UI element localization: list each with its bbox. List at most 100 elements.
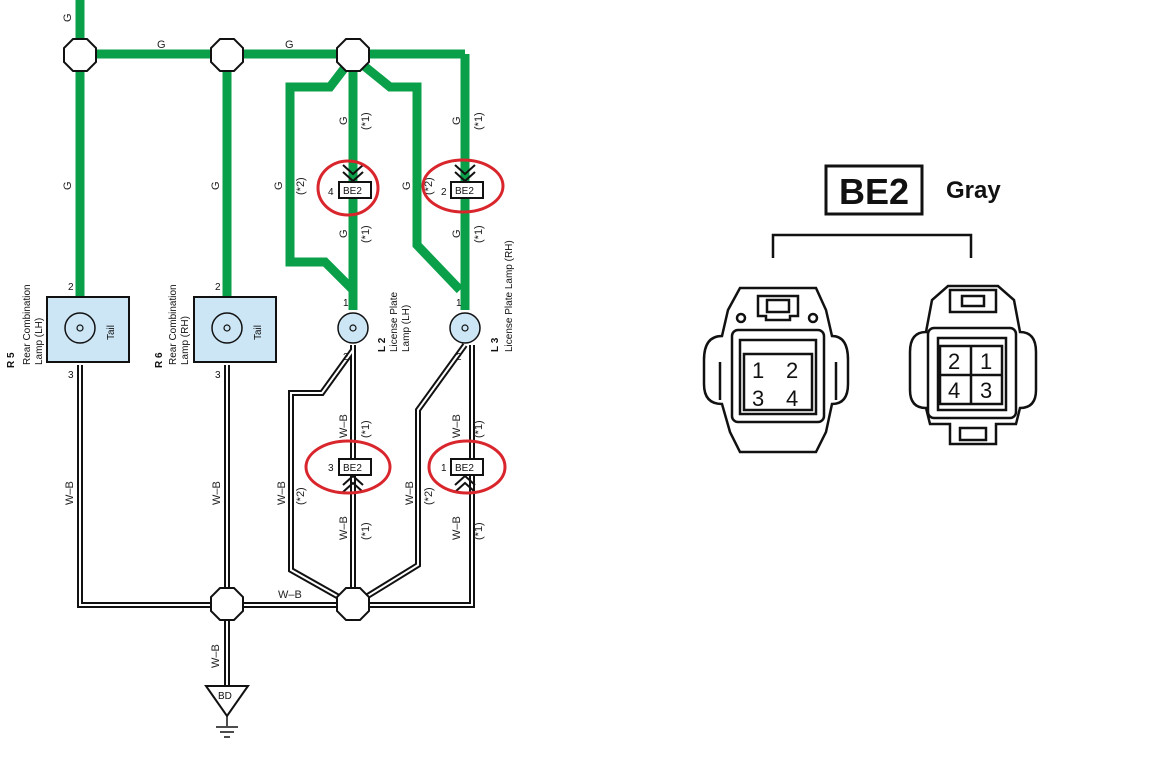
pin-label: 3 [752, 386, 764, 411]
connector-face-left [702, 286, 850, 454]
pin-number: 3 [68, 370, 74, 381]
note-1: (*1) [473, 112, 485, 130]
connector-be2-a: BE2 4 [316, 159, 380, 217]
pin-number: 2 [68, 282, 74, 293]
pin-number: 3 [215, 370, 221, 381]
wire-label: G [451, 229, 463, 238]
pin-number: 2 [441, 187, 447, 198]
wire-label: G [210, 181, 222, 190]
highlight-circle [316, 159, 380, 217]
note-2: (*2) [423, 487, 435, 505]
component-r5: Tail 2 3 R 5 Rear Combination Lamp (LH) [6, 282, 130, 381]
pin-label: 2 [786, 358, 798, 383]
connector-label: BE2 [455, 186, 474, 197]
junctions [63, 38, 370, 621]
wire-label: W–B [338, 414, 350, 438]
note-1: (*1) [360, 225, 372, 243]
wire-label: W–B [278, 589, 302, 601]
junction-g-2 [210, 38, 244, 72]
wire-label: G [451, 116, 463, 125]
component-id: L 3 [490, 337, 501, 352]
connector-be2-c: BE2 3 [304, 439, 392, 495]
wire-label: W–B [451, 516, 463, 540]
wire-label: W–B [210, 644, 222, 668]
junction-g-1 [63, 38, 97, 72]
note-1: (*1) [360, 112, 372, 130]
highlight-circle [421, 158, 505, 214]
ground-label: BD [218, 691, 232, 702]
pin-number: 1 [343, 298, 349, 309]
wb-wires [77, 343, 475, 690]
component-label: Lamp (LH) [34, 318, 45, 365]
pin-label: 4 [786, 386, 798, 411]
pin-label: 4 [948, 378, 960, 403]
component-id: R 6 [154, 352, 165, 368]
note-1: (*1) [473, 420, 485, 438]
note-1: (*1) [473, 225, 485, 243]
pin-number: 4 [328, 187, 334, 198]
pin-number: 1 [456, 298, 462, 309]
note-2: (*2) [295, 487, 307, 505]
junction-g-3 [336, 38, 370, 72]
pin-number: 2 [215, 282, 221, 293]
note-1: (*1) [360, 522, 372, 540]
wire-label: W–B [338, 516, 350, 540]
connector-label: BE2 [455, 463, 474, 474]
wire-label: G [62, 13, 74, 22]
note-2: (*2) [295, 177, 307, 195]
wire-label: G [401, 181, 413, 190]
connector-face-right [908, 284, 1038, 446]
pin-label: 1 [980, 349, 992, 374]
highlight-circle [304, 439, 392, 495]
wire-label: G [338, 116, 350, 125]
wire-label: W–B [276, 481, 288, 505]
wire-labels-g: G G G G G G G G G G G [62, 13, 463, 238]
ground-bd: BD [204, 685, 250, 738]
legend-color: Gray [946, 177, 1001, 204]
pin-label: 1 [752, 358, 764, 383]
pin-number: 1 [441, 463, 447, 474]
pin-number: 2 [456, 352, 462, 363]
wire-labels-wb: W–B W–B W–B W–B W–B W–B W–B W–B W–B W–B [64, 414, 463, 668]
note-1: (*1) [473, 522, 485, 540]
lamp-inner-label: Tail [106, 325, 117, 340]
component-r6: Tail 2 3 R 6 Rear Combination Lamp (RH) [154, 282, 277, 381]
pin-label: 3 [980, 378, 992, 403]
component-label: License Plate Lamp (RH) [504, 240, 515, 352]
lamp-inner-label: Tail [253, 325, 264, 340]
wire-label: G [285, 39, 294, 51]
junction-wb-1 [210, 587, 244, 621]
legend-title-box [824, 164, 924, 216]
pin-label: 2 [948, 349, 960, 374]
wire-label: W–B [451, 414, 463, 438]
wire-label: G [338, 229, 350, 238]
connector-label: BE2 [343, 463, 362, 474]
wire-label: G [273, 181, 285, 190]
pin-number: 2 [343, 352, 349, 363]
component-label: License Plate [389, 292, 400, 352]
wire-label: W–B [64, 481, 76, 505]
pin-number: 3 [328, 463, 334, 474]
wire-label: W–B [211, 481, 223, 505]
green-wires [75, 0, 470, 310]
component-l3: 1 2 L 3 License Plate Lamp (RH) [449, 240, 515, 363]
note-1: (*1) [360, 420, 372, 438]
wire-label: W–B [404, 481, 416, 505]
wire-label: G [157, 39, 166, 51]
component-label: Rear Combination [22, 284, 33, 365]
component-l2: 1 2 L 2 License Plate Lamp (LH) [337, 292, 412, 363]
wire-notes: (*1) (*1) (*1) (*1) (*2) (*2) (*1) (*1) … [295, 112, 485, 540]
legend-title: BE2 [839, 171, 909, 212]
wire-label: G [62, 181, 74, 190]
highlight-circle [427, 439, 507, 495]
connector-label: BE2 [343, 186, 362, 197]
note-2: (*2) [423, 177, 435, 195]
junction-wb-2 [336, 587, 370, 621]
component-id: L 2 [377, 337, 388, 352]
component-id: R 5 [6, 352, 17, 368]
component-label: Lamp (RH) [180, 316, 191, 365]
legend-bracket [771, 233, 973, 258]
connector-be2-d: BE2 1 [427, 439, 507, 495]
component-label: Lamp (LH) [401, 305, 412, 352]
